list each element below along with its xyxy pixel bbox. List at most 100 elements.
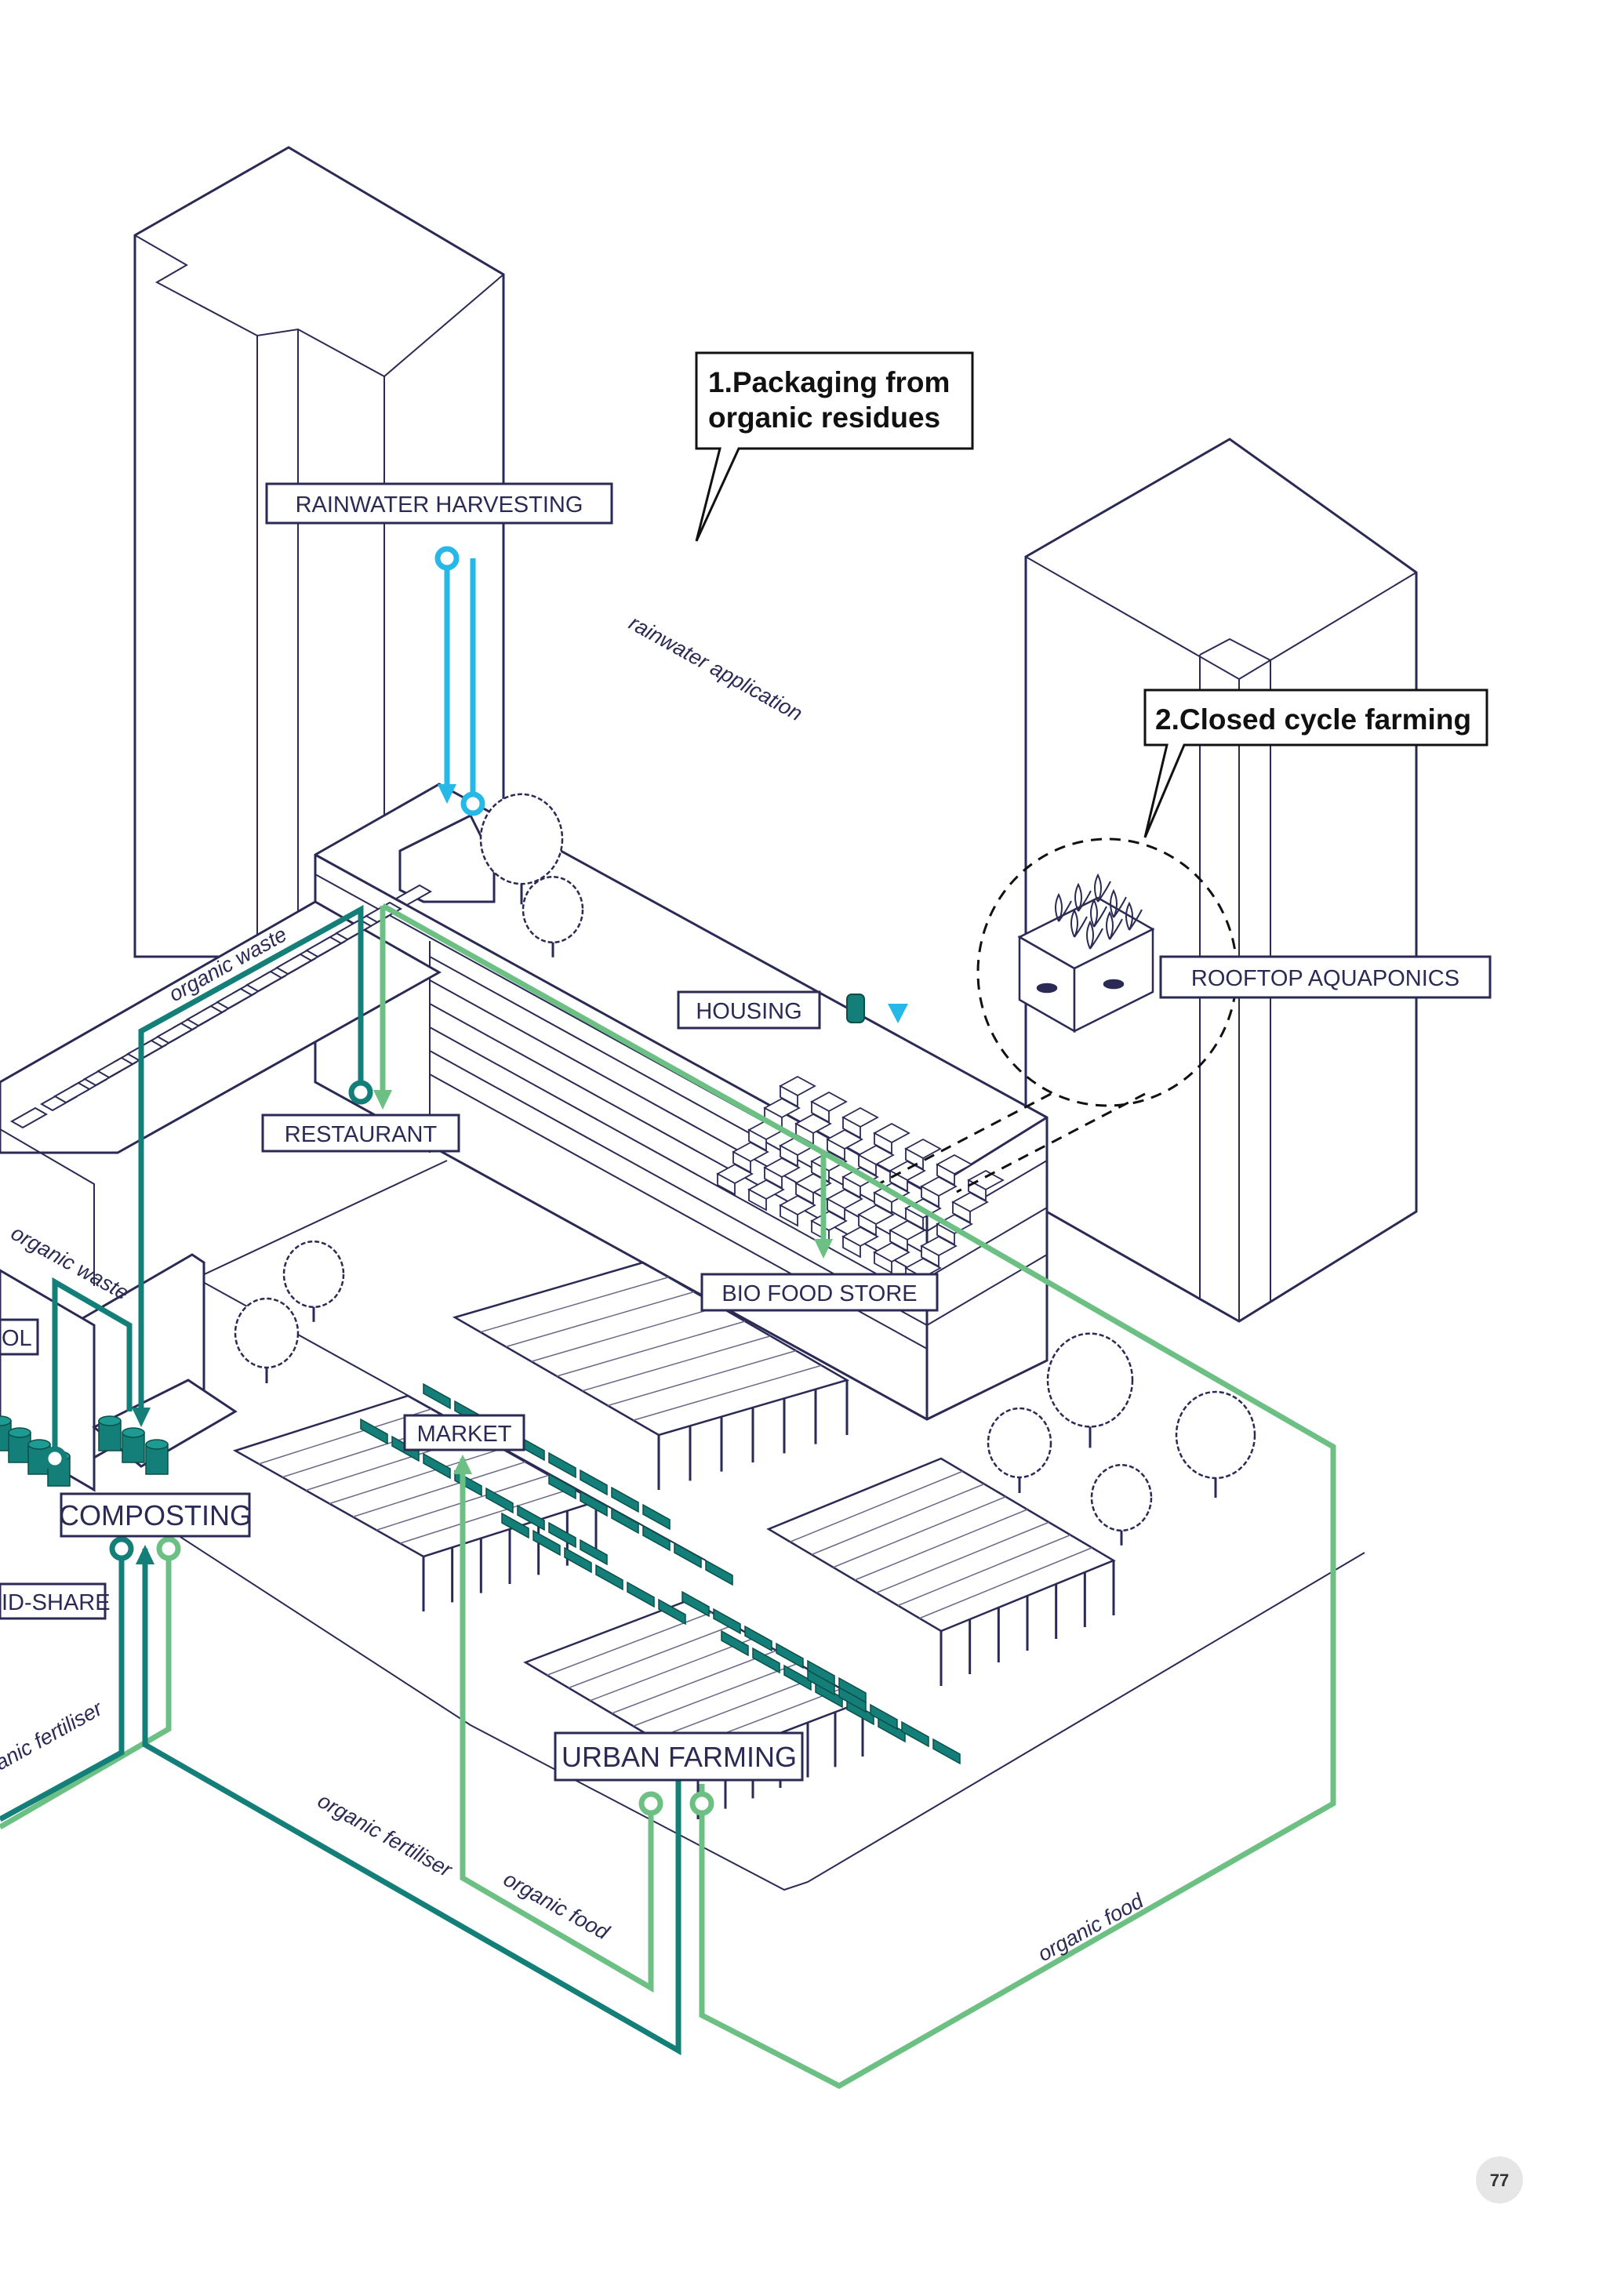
food-flows: [0, 903, 1336, 2089]
plant: [1086, 920, 1103, 950]
solar-panel: [96, 1056, 135, 1079]
canopy-truss: [399, 1488, 573, 1544]
market-stall: [674, 1542, 702, 1569]
canopy-truss: [556, 1321, 746, 1377]
label-composting: COMPOSTING: [59, 1499, 252, 1531]
market-stall: [580, 1490, 608, 1517]
canopy-truss: [258, 1408, 432, 1465]
solar-panel: [155, 1022, 194, 1044]
canopy-truss: [611, 1650, 777, 1714]
roof-box-side: [874, 1251, 892, 1274]
market-stall: [744, 1625, 772, 1652]
plant: [1094, 873, 1111, 903]
aquaponics-plants: [1055, 873, 1143, 950]
silo-top: [0, 1415, 12, 1426]
roof-box-side: [780, 1204, 798, 1227]
canopy-truss: [568, 1624, 734, 1689]
solar-panel: [185, 1004, 224, 1027]
fertiliser-flow-left: [0, 1549, 125, 1822]
market-stall: [713, 1608, 741, 1635]
market-stall: [517, 1504, 545, 1531]
market-stall: [548, 1473, 576, 1500]
fertiliser-flow-bottom: [142, 1549, 681, 2056]
label-restaurant: RESTAURANT: [285, 1122, 438, 1147]
right-tower: [1024, 438, 1418, 1323]
plant: [1110, 888, 1127, 918]
market-stall: [642, 1503, 671, 1531]
canopy-truss: [919, 1547, 1092, 1619]
canopy-truss: [633, 1364, 822, 1421]
canopy-truss: [607, 1350, 797, 1407]
label-bio-food-store: BIO FOOD STORE: [721, 1281, 917, 1306]
tree-canopy: [1046, 1332, 1134, 1428]
market-stall: [776, 1642, 804, 1669]
market-stall: [838, 1686, 867, 1713]
plant: [1055, 892, 1072, 922]
roof-box-side: [748, 1188, 767, 1212]
tree-canopy: [282, 1240, 345, 1309]
market-stall: [611, 1507, 639, 1535]
label-share-partial: ID-SHARE: [2, 1590, 111, 1615]
silo-top: [145, 1439, 169, 1450]
market-stall: [548, 1451, 576, 1479]
market-stall: [658, 1598, 686, 1626]
canopy-truss: [654, 1675, 820, 1740]
label-urban-farming: URBAN FARMING: [562, 1741, 797, 1773]
flow-label-organic-fertiliser-bottom: organic fertiliser: [314, 1789, 456, 1882]
silo-top: [122, 1427, 145, 1438]
market-stall: [932, 1738, 961, 1765]
solar-panel: [53, 1081, 92, 1104]
market-stall: [423, 1382, 451, 1410]
market-stall: [642, 1524, 671, 1552]
canopy-truss: [833, 1496, 1006, 1568]
canopy-truss: [582, 1335, 771, 1392]
silo-top: [27, 1439, 51, 1450]
market-stall: [870, 1703, 898, 1731]
market-stall: [721, 1629, 749, 1657]
canopy-truss: [505, 1291, 695, 1348]
market-stall: [627, 1581, 655, 1608]
tree-canopy: [479, 793, 564, 885]
solar-panel: [274, 953, 314, 975]
plant: [1074, 882, 1092, 912]
tree-canopy: [987, 1407, 1052, 1479]
page-number-badge: [1476, 2156, 1523, 2203]
canopy-truss: [352, 1461, 526, 1518]
market-stall: [454, 1470, 482, 1497]
waste-flow-restaurant: [138, 905, 364, 1411]
market-stall: [611, 1486, 639, 1513]
plant: [1070, 908, 1088, 938]
label-housing: HOUSING: [696, 999, 801, 1024]
label-market: MARKET: [417, 1422, 512, 1447]
plant: [1106, 910, 1123, 940]
waste-flows: [0, 905, 688, 2056]
trees: [234, 793, 1256, 1546]
flow-label-organic-food-right: organic food: [1034, 1888, 1147, 1966]
callout-closed-cycle: 2.Closed cycle farming: [1143, 688, 1488, 838]
market-stall: [783, 1664, 812, 1691]
canopy-truss: [876, 1521, 1049, 1593]
label-school-partial: OL: [2, 1326, 32, 1351]
callout-packaging: 1.Packaging from organic residues: [695, 351, 974, 542]
canopy-truss: [590, 1637, 755, 1702]
canopy-truss: [531, 1306, 720, 1362]
market-stall: [705, 1559, 733, 1586]
plant: [1090, 898, 1107, 928]
flow-label-organic-fertiliser-left: anic fertiliser: [0, 1696, 107, 1775]
food-flow-to-market: [460, 1459, 654, 1993]
market-stall: [901, 1720, 929, 1748]
market-stall: [360, 1418, 388, 1445]
tree-canopy: [1175, 1390, 1256, 1480]
callout-packaging-line1: 1.Packaging from: [708, 366, 950, 398]
solar-roof-building: [0, 900, 442, 1286]
solar-panel-array: [9, 884, 433, 1129]
rainwater-arrowhead-a: [438, 784, 456, 804]
solar-panel: [215, 987, 254, 1010]
market-stall: [595, 1564, 623, 1591]
market-stall: [532, 1529, 561, 1557]
callout-closed-cycle-text: 2.Closed cycle farming: [1155, 703, 1471, 736]
flow-label-rainwater-application: rainwater application: [625, 611, 806, 725]
solar-panel: [304, 935, 343, 958]
label-rooftop-aquaponics: ROOFTOP AQUAPONICS: [1191, 966, 1459, 991]
